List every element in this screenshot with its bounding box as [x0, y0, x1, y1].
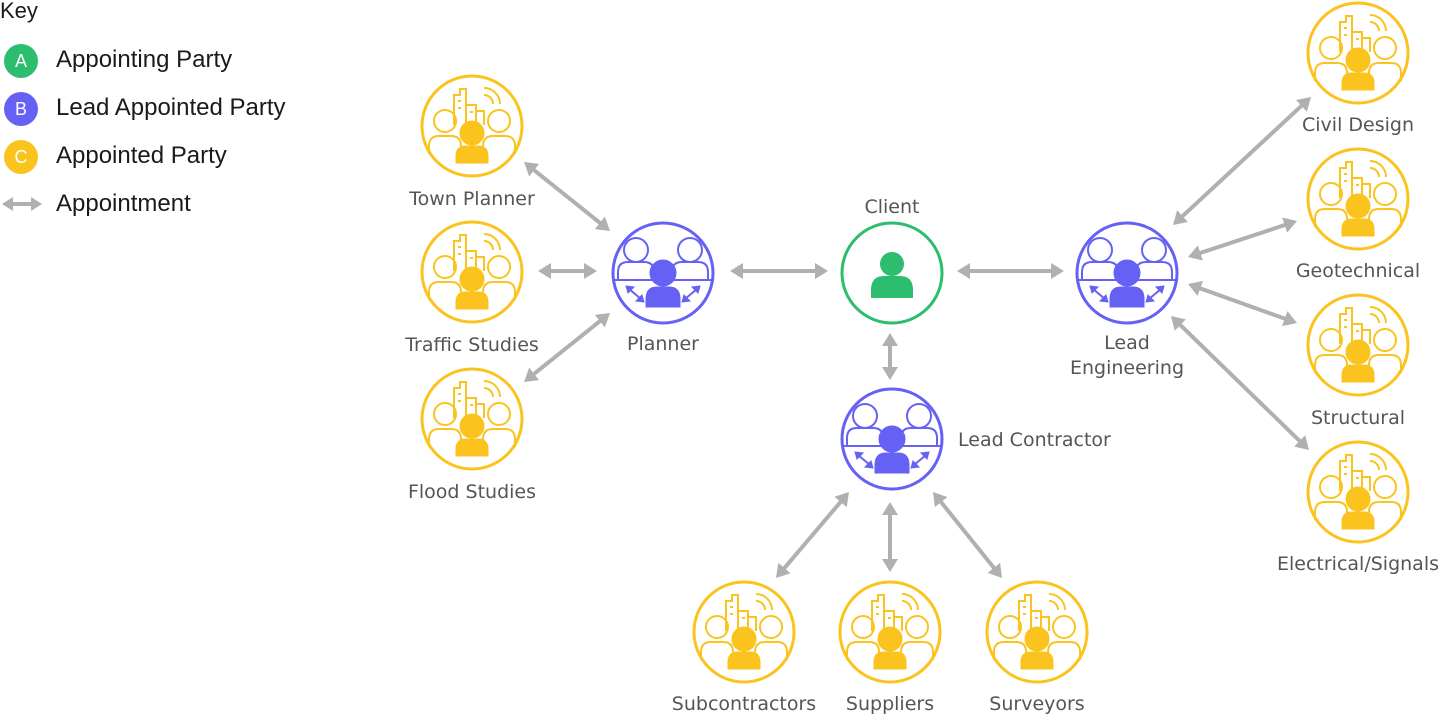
node-planner: Planner — [611, 221, 715, 355]
flood-studies-label: Flood Studies — [408, 481, 536, 503]
node-civil-design: Civil Design — [1302, 1, 1414, 136]
node-lead-contractor: Lead Contractor — [840, 387, 1111, 491]
arrow-client-lead-contractor — [882, 333, 898, 380]
key-label-appointed-party: Appointed Party — [56, 142, 227, 169]
arrow-planner-flood-studies — [524, 313, 610, 382]
node-town-planner: Town Planner — [408, 74, 535, 210]
arrow-planner-traffic-studies — [538, 263, 597, 279]
node-lead-engineering: Lead Engineering — [1070, 221, 1184, 379]
node-client: Client — [840, 196, 944, 325]
key-label-appointing-party: Appointing Party — [56, 46, 233, 73]
node-suppliers: Suppliers — [838, 580, 942, 714]
key-label-lead-appointed-party: Lead Appointed Party — [56, 94, 286, 121]
suppliers-label: Suppliers — [846, 693, 934, 714]
arrow-lead-contractor-subcontractors — [776, 492, 849, 578]
node-electrical-signals: Electrical/Signals — [1277, 440, 1439, 575]
arrow-lead-engineering-civil-design — [1173, 97, 1311, 225]
key-badge-c: C — [4, 140, 38, 174]
lead-contractor-label: Lead Contractor — [958, 429, 1111, 451]
lead-engineering-label-line-2: Engineering — [1070, 357, 1184, 379]
electrical-signals-label: Electrical/Signals — [1277, 553, 1439, 575]
subcontractors-label: Subcontractors — [672, 693, 816, 714]
key-title: Key — [0, 0, 38, 23]
arrow-client-lead-engineering — [957, 263, 1064, 279]
key-badge-b: B — [4, 92, 38, 126]
key-label-appointment: Appointment — [56, 190, 191, 217]
planner-label: Planner — [627, 333, 699, 355]
arrow-lead-contractor-surveyors — [933, 492, 1002, 578]
node-geotechnical: Geotechnical — [1296, 147, 1420, 282]
client-label: Client — [864, 196, 919, 218]
node-flood-studies: Flood Studies — [408, 367, 536, 503]
geotechnical-label: Geotechnical — [1296, 260, 1420, 282]
arrow-lead-engineering-electrical-signals — [1171, 316, 1309, 450]
node-subcontractors: Subcontractors — [672, 580, 816, 714]
arrow-lead-engineering-structural — [1188, 280, 1297, 327]
arrow-planner-town-planner — [524, 162, 610, 231]
arrow-client-planner — [730, 263, 828, 279]
town-planner-label: Town Planner — [408, 188, 535, 210]
arrow-lead-contractor-suppliers — [882, 502, 898, 572]
node-surveyors: Surveyors — [985, 580, 1089, 714]
node-traffic-studies: Traffic Studies — [404, 220, 539, 356]
arrow-lead-engineering-geotechnical — [1188, 217, 1297, 261]
appointment-arrows — [524, 97, 1311, 578]
civil-design-label: Civil Design — [1302, 114, 1414, 136]
key-badge-a: A — [4, 44, 38, 78]
node-structural: Structural — [1306, 293, 1410, 429]
surveyors-label: Surveyors — [989, 693, 1084, 714]
lead-engineering-label-line-1: Lead — [1104, 332, 1150, 354]
structural-label: Structural — [1311, 407, 1405, 429]
traffic-studies-label: Traffic Studies — [404, 334, 539, 356]
double-arrow-icon — [2, 197, 42, 211]
